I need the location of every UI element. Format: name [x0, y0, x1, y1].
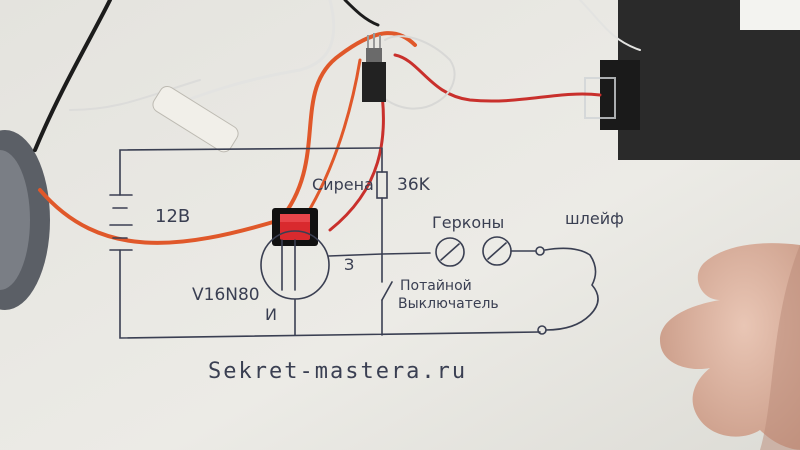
hand: [660, 243, 800, 450]
label-hidden-switch-line1: Потайной: [400, 278, 472, 294]
label-transistor: V16N80: [192, 285, 260, 305]
reed-magnet: [152, 85, 239, 153]
transistor-component: [362, 33, 386, 102]
label-resistor: 36K: [397, 175, 431, 195]
left-reel-object: [0, 130, 50, 310]
label-hidden-switch-line2: Выключатель: [398, 296, 499, 312]
battery: [584, 0, 800, 160]
label-loop: шлейф: [565, 209, 624, 228]
label-source: И: [265, 305, 277, 324]
label-voltage: 12B: [155, 206, 190, 227]
label-reed-switches: Герконы: [432, 213, 504, 232]
rocker-switch: [272, 208, 318, 246]
circuit-drawing: [109, 147, 599, 339]
label-gate: З: [344, 255, 354, 274]
label-siren: Сирена: [312, 175, 374, 194]
watermark: Sekret-mastera.ru: [208, 359, 467, 384]
wires: [33, 0, 641, 245]
